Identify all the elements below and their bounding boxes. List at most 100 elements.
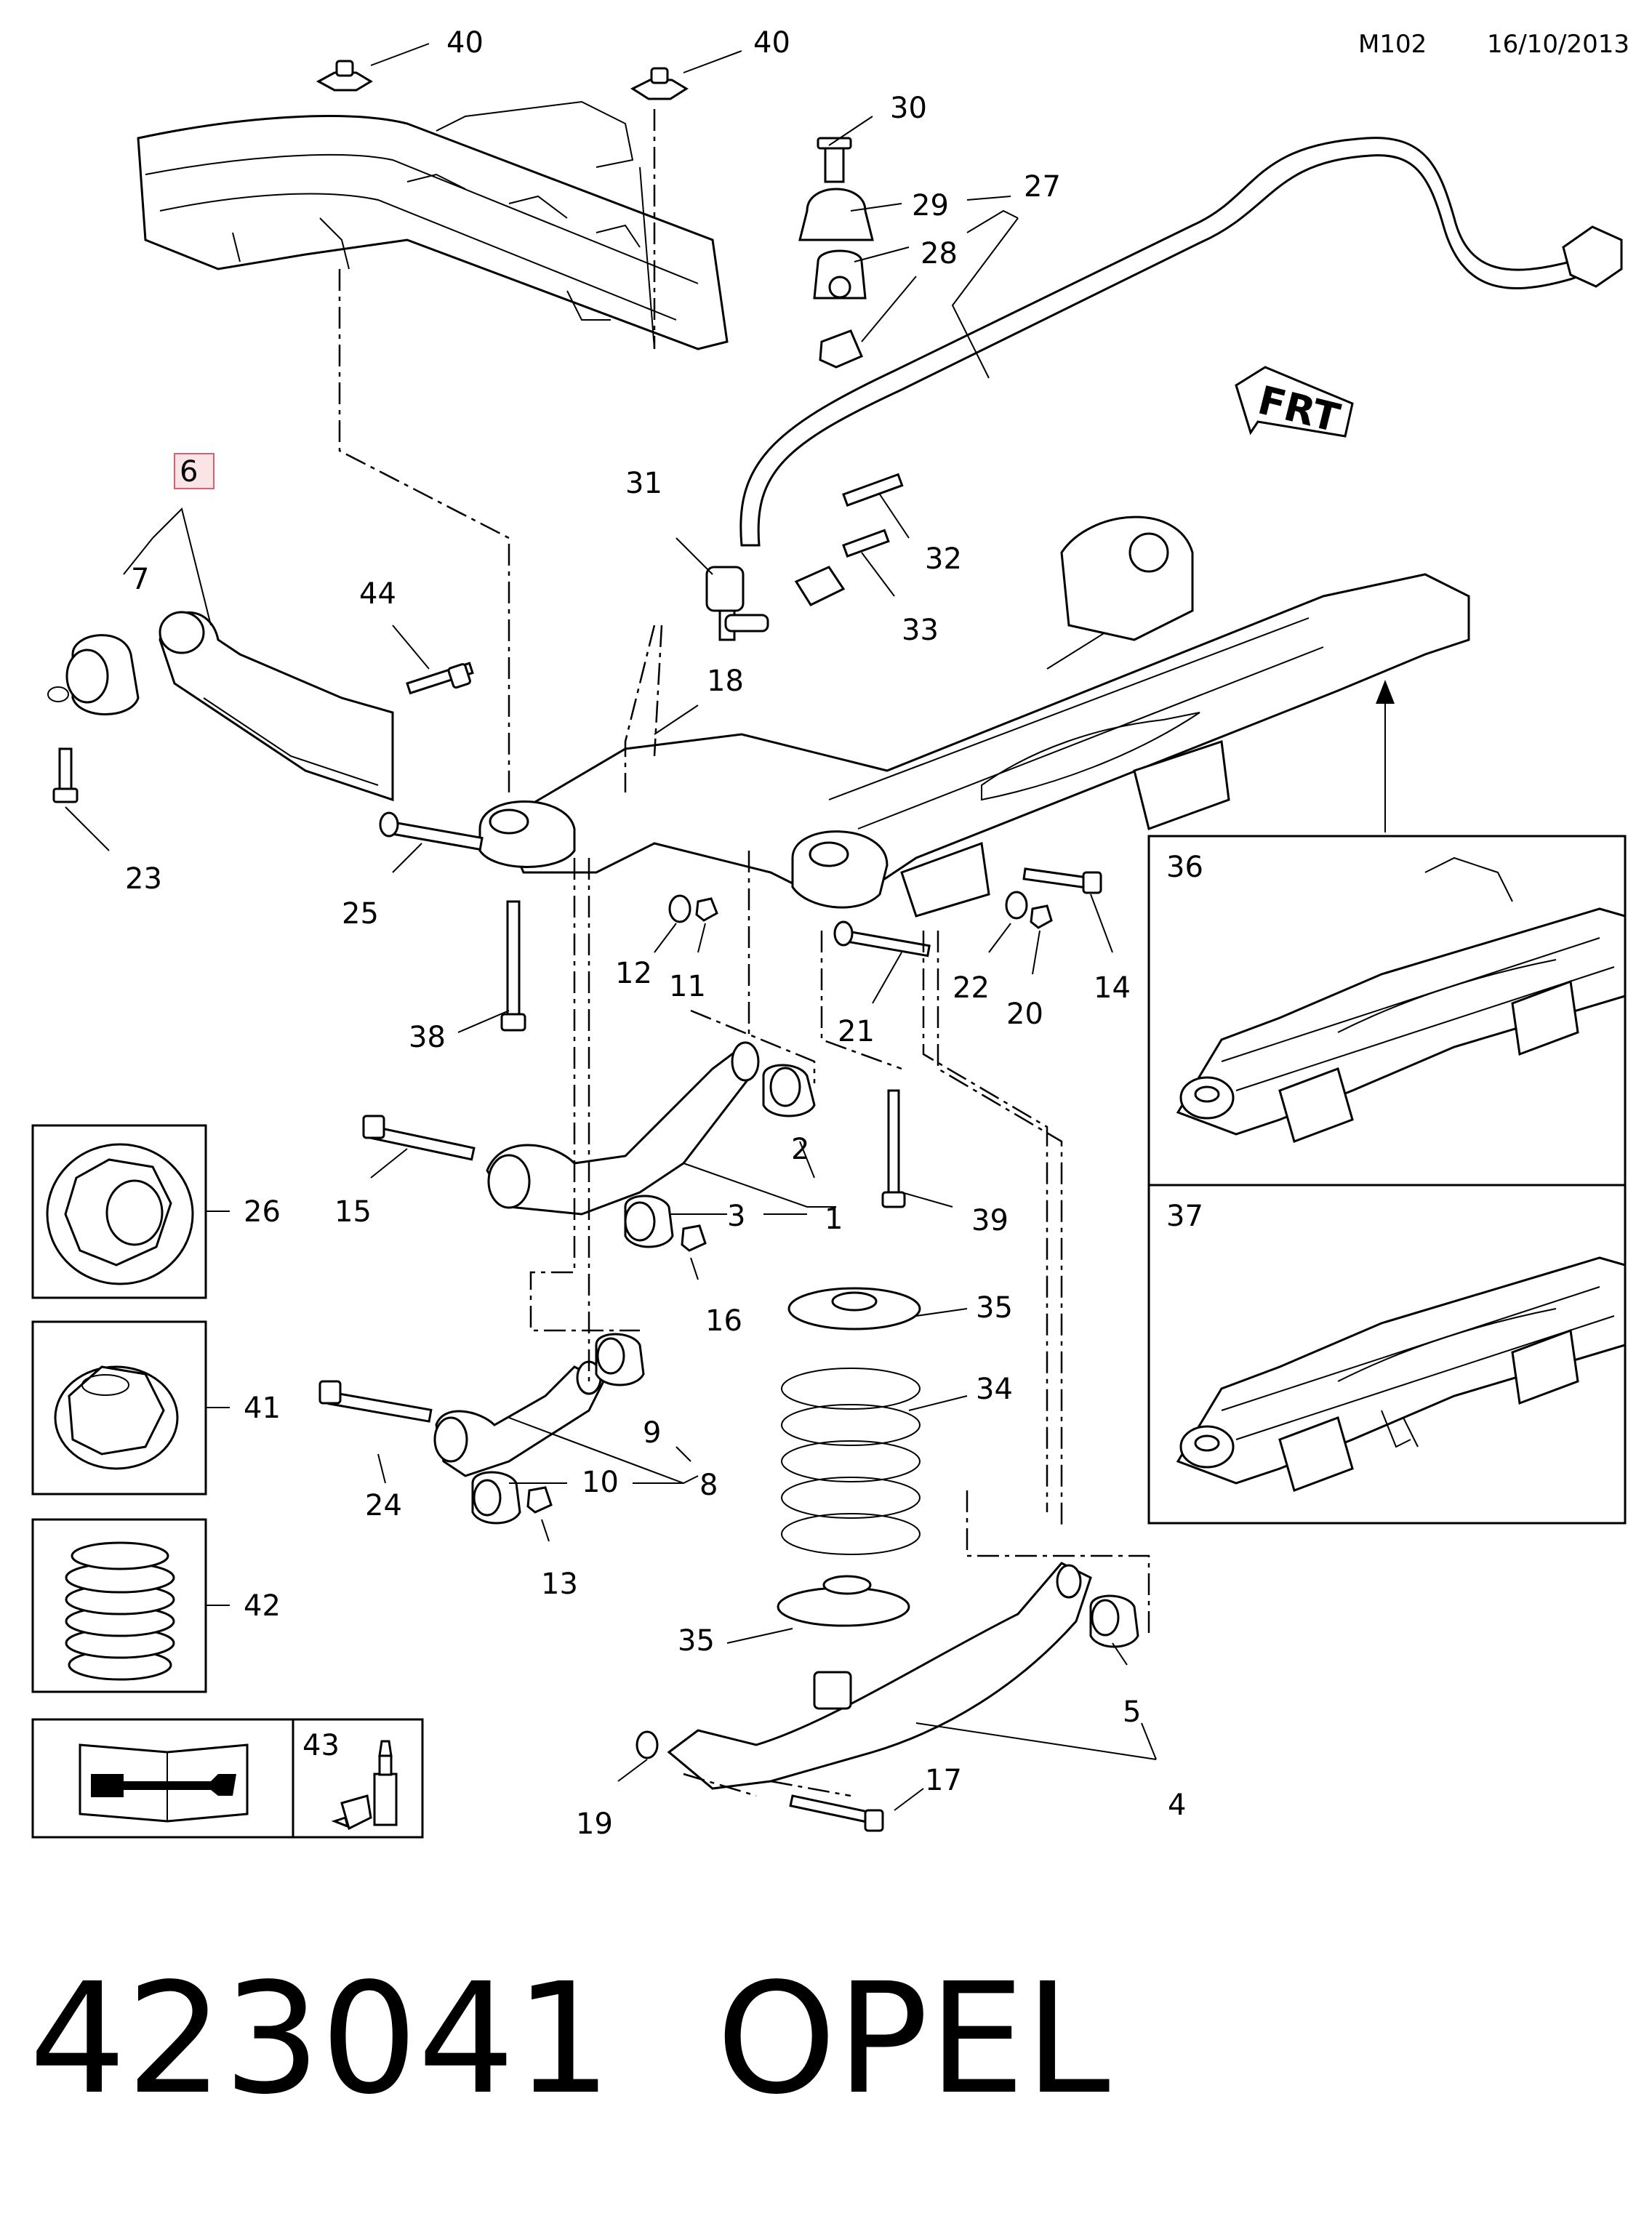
arm-bushing-3	[624, 1195, 674, 1248]
bolt-14	[1022, 867, 1102, 894]
callout-6-highlight	[174, 453, 214, 489]
brand-name: OPEL	[716, 1950, 1110, 2128]
nut-13	[526, 1486, 553, 1514]
bolt-17	[789, 1794, 884, 1832]
callout-7: 7	[131, 563, 149, 596]
body-rail	[137, 100, 729, 350]
callout-30: 30	[890, 92, 927, 125]
callout-33: 33	[902, 614, 939, 647]
callout-3: 3	[727, 1200, 745, 1233]
bolt-24	[318, 1380, 433, 1423]
lower-trailing-arm	[667, 1562, 1092, 1790]
subframe-detail-36	[1176, 856, 1627, 1143]
link-bushing-10	[471, 1471, 521, 1525]
callout-9: 9	[643, 1416, 661, 1450]
bolt-38	[500, 900, 526, 1032]
callout-28: 28	[921, 237, 958, 270]
callout-44: 44	[359, 577, 396, 611]
callout-26: 26	[244, 1195, 281, 1229]
callout-14: 14	[1094, 971, 1131, 1005]
legend-42: 42	[31, 1518, 281, 1693]
callout-35-top: 35	[976, 1291, 1013, 1325]
detail-arrow	[1376, 680, 1395, 832]
lower-spring-seat	[777, 1575, 910, 1627]
callout-16: 16	[705, 1304, 742, 1338]
callout-36: 36	[1166, 851, 1203, 884]
callout-18: 18	[707, 665, 744, 698]
callout-21: 21	[838, 1015, 875, 1048]
callout-37: 37	[1166, 1200, 1203, 1233]
callout-labels: 40 40 30 27 29 28 6 31 32 7 44 33 18 23 …	[125, 26, 1186, 1841]
callout-42: 42	[244, 1589, 281, 1623]
callout-38: 38	[409, 1021, 446, 1054]
callout-40-right: 40	[753, 26, 790, 60]
callout-19: 19	[576, 1807, 613, 1841]
adhesive-bottle-icon	[331, 1740, 398, 1831]
rear-subframe	[500, 515, 1470, 918]
coil-spring	[781, 1368, 921, 1555]
legend-41: 41	[31, 1320, 281, 1496]
callout-2: 2	[791, 1133, 809, 1166]
stabilizer-bar	[739, 137, 1623, 547]
callout-17: 17	[925, 1764, 962, 1797]
bellows-icon	[65, 1541, 175, 1681]
callout-23: 23	[125, 862, 162, 896]
washer-nut-22-20	[1005, 891, 1053, 929]
front-direction-marker: FRT	[1235, 366, 1354, 441]
bracket-bushing	[47, 634, 140, 715]
bolt-25	[379, 811, 484, 851]
callout-4: 4	[1168, 1789, 1186, 1822]
callout-32: 32	[925, 542, 962, 576]
detail-box-36: 36	[1147, 835, 1627, 1187]
stabilizer-link	[705, 473, 904, 641]
callout-34: 34	[976, 1373, 1013, 1406]
arm-bushing-5	[1089, 1594, 1139, 1648]
callout-6: 6	[180, 455, 198, 489]
trailing-arm-bracket	[159, 611, 394, 802]
legend-43: 43	[292, 1718, 424, 1839]
detail-box-37: 37	[1147, 1184, 1627, 1525]
front-marker-label: FRT	[1254, 377, 1344, 441]
callout-29: 29	[912, 189, 949, 222]
callout-27: 27	[1024, 170, 1061, 204]
hex-flange-nut-icon	[46, 1143, 194, 1285]
bolt-21	[833, 920, 931, 958]
callout-10: 10	[582, 1466, 619, 1499]
body-clip-right	[630, 67, 689, 100]
arm-bushing-2	[762, 1064, 816, 1117]
stabilizer-clamp	[798, 137, 874, 369]
washer-19	[635, 1730, 659, 1759]
callout-8: 8	[699, 1469, 718, 1502]
upper-control-arm	[486, 1041, 760, 1216]
hex-nut-icon	[54, 1365, 179, 1470]
header-code: M102	[1358, 30, 1427, 59]
callout-40-left: 40	[446, 26, 484, 60]
subframe-rear-bushing	[791, 830, 889, 909]
callout-25: 25	[342, 897, 379, 931]
bolt-15	[362, 1115, 476, 1161]
legend-26: 26	[31, 1124, 281, 1299]
callout-13: 13	[541, 1567, 578, 1601]
callout-1: 1	[825, 1203, 843, 1236]
washer-nut-12-11	[668, 894, 718, 923]
nut-16	[681, 1224, 707, 1252]
header-date: 16/10/2013	[1487, 30, 1629, 59]
part-number: 423041	[29, 1950, 612, 2128]
callout-5: 5	[1123, 1695, 1141, 1729]
callout-41: 41	[244, 1392, 281, 1425]
lower-link	[433, 1360, 606, 1477]
leader-lines	[65, 43, 1157, 1811]
bolt-39	[881, 1089, 906, 1208]
upper-spring-seat	[787, 1287, 921, 1330]
callout-12: 12	[615, 957, 652, 990]
bracket-bolt	[52, 662, 474, 803]
callout-31: 31	[625, 467, 662, 500]
callout-39: 39	[971, 1204, 1009, 1237]
callout-43: 43	[302, 1729, 340, 1762]
repair-manual-icon	[79, 1743, 249, 1823]
legend-manual	[31, 1718, 294, 1839]
link-bushing-9	[595, 1333, 645, 1386]
subframe-detail-37	[1176, 1256, 1627, 1492]
